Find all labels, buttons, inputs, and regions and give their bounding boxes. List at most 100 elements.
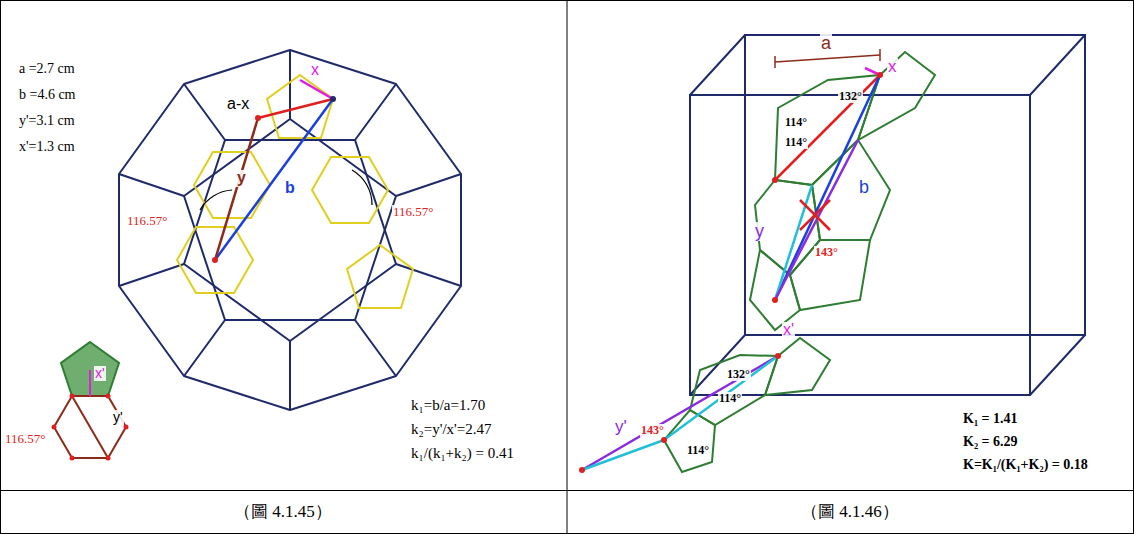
ratio-value: k₁/(k₁+k₂) = 0.41 bbox=[410, 446, 515, 462]
yellow-polygons bbox=[177, 75, 413, 308]
measure-points-right bbox=[772, 72, 883, 303]
measure-lines-right bbox=[775, 75, 880, 300]
angle-label: 114° bbox=[686, 444, 710, 457]
angle-label: 132° bbox=[838, 90, 863, 103]
inset-left bbox=[54, 396, 126, 458]
angle-label: 116.57° bbox=[126, 214, 168, 228]
measure-lines-right bbox=[775, 185, 812, 300]
segment-label: a-x bbox=[226, 96, 250, 113]
measure-lines-right bbox=[774, 56, 776, 68]
measure-lines-right bbox=[775, 75, 880, 180]
green-polygons bbox=[750, 52, 935, 330]
inset-left bbox=[72, 396, 108, 458]
segment-label: x bbox=[887, 58, 898, 76]
segment-label: y' bbox=[112, 410, 124, 425]
inset-left bbox=[52, 425, 57, 430]
segment-label: x' bbox=[782, 322, 795, 339]
figure-caption: （圖 4.1.46） bbox=[800, 503, 900, 521]
cube bbox=[745, 35, 1085, 335]
measure-value: y'=3.1 cm bbox=[18, 114, 76, 129]
measure-points bbox=[212, 257, 218, 263]
inset-left bbox=[124, 425, 129, 430]
segment-label: b bbox=[858, 178, 870, 197]
angle-label: 116.57° bbox=[392, 205, 434, 219]
measure-lines bbox=[200, 80, 372, 260]
inset-left bbox=[61, 342, 119, 396]
table-grid bbox=[0, 490, 1134, 491]
measure-lines bbox=[215, 118, 258, 260]
angle-label: 114° bbox=[784, 136, 808, 149]
dodecahedron bbox=[119, 50, 461, 376]
angle-label: 114° bbox=[784, 116, 808, 129]
angle-label: 132° bbox=[726, 368, 751, 381]
ratio-value: K₂ = 6.29 bbox=[962, 435, 1019, 450]
angle-label: 143° bbox=[640, 424, 665, 437]
inset-right bbox=[579, 338, 830, 473]
yellow-polygons bbox=[177, 227, 253, 293]
inset-left bbox=[106, 456, 111, 461]
measure-lines bbox=[352, 170, 372, 205]
measure-lines bbox=[258, 99, 333, 118]
measure-lines-right bbox=[775, 140, 858, 300]
measure-value: b =4.6 cm bbox=[18, 88, 77, 103]
angle-label: 116.57° bbox=[4, 432, 46, 446]
ratio-value: k₁=b/a=1.70 bbox=[410, 398, 486, 414]
segment-label: x' bbox=[94, 366, 106, 381]
measure-points bbox=[255, 115, 261, 121]
segment-label: x bbox=[310, 62, 320, 79]
measure-lines bbox=[215, 99, 333, 260]
inset-left bbox=[70, 456, 75, 461]
inset-right bbox=[579, 467, 585, 473]
measure-points bbox=[330, 96, 336, 102]
ratio-value: K₁ = 1.41 bbox=[962, 412, 1019, 427]
inset-right bbox=[579, 353, 781, 473]
measure-value: x'=1.3 cm bbox=[18, 140, 76, 155]
segment-label: y bbox=[236, 170, 247, 187]
inset-right bbox=[775, 353, 781, 359]
segment-label: y bbox=[754, 222, 765, 241]
dodecahedron bbox=[119, 50, 461, 410]
table-grid bbox=[567, 0, 568, 534]
dodecahedron bbox=[184, 119, 396, 320]
figure-caption: （圖 4.1.45） bbox=[233, 503, 333, 521]
dodecahedron bbox=[119, 50, 461, 410]
ratio-value: K=K₁/(K₁+K₂) = 0.18 bbox=[962, 458, 1089, 473]
measure-points-right bbox=[772, 297, 778, 303]
measure-lines bbox=[200, 190, 232, 210]
inset-right bbox=[765, 338, 830, 395]
inset-right bbox=[664, 356, 778, 440]
measure-points-right bbox=[877, 72, 883, 78]
measure-lines-right bbox=[879, 49, 881, 61]
inset-left bbox=[52, 342, 129, 461]
measure-lines bbox=[300, 80, 333, 99]
segment-label: y' bbox=[614, 418, 628, 436]
inset-left bbox=[106, 394, 111, 399]
ratio-value: k₂=y'/x'=2.47 bbox=[410, 422, 492, 438]
measure-lines-right bbox=[775, 55, 880, 62]
measure-lines-right bbox=[800, 200, 830, 230]
segment-label: b bbox=[284, 180, 296, 197]
measure-value: a =2.7 cm bbox=[18, 62, 76, 77]
inset-right bbox=[582, 440, 664, 470]
measure-points-right bbox=[772, 177, 778, 183]
measure-lines-right bbox=[800, 200, 830, 230]
yellow-polygons bbox=[347, 245, 413, 308]
measure-points bbox=[212, 96, 336, 263]
measure-lines-right bbox=[775, 49, 880, 300]
segment-label: a bbox=[820, 34, 832, 53]
inset-right bbox=[661, 437, 667, 443]
dodecahedron bbox=[119, 84, 461, 410]
cube bbox=[690, 35, 1085, 395]
inset-left bbox=[89, 370, 91, 396]
inset-right bbox=[582, 356, 778, 470]
yellow-polygons bbox=[312, 157, 388, 223]
dodecahedron bbox=[184, 140, 396, 341]
inset-left bbox=[52, 394, 129, 461]
cube bbox=[690, 35, 1085, 395]
inset-left bbox=[70, 394, 75, 399]
angle-label: 114° bbox=[718, 392, 742, 405]
